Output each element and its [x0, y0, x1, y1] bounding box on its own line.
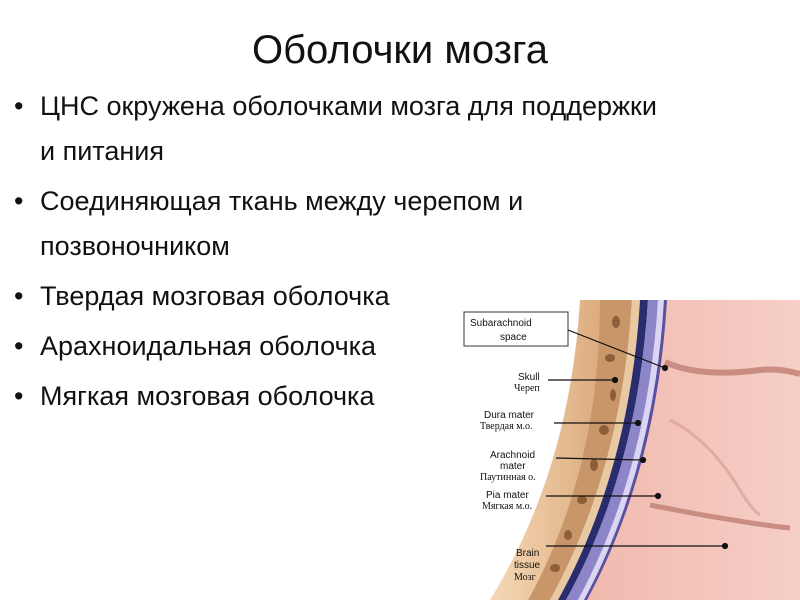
bullet-pia-mater: Мягкая мозговая оболочка: [14, 374, 664, 419]
bullet-cns-meninges: ЦНС окружена оболочками мозга для поддер…: [14, 84, 664, 174]
arachnoid-label-ru: Паутинная о.: [480, 472, 536, 483]
bullet-connective-tissue: Соединяющая ткань между черепом и позвон…: [14, 179, 664, 269]
sulcus-fold-upper: [663, 359, 800, 377]
subarachnoid-label-line2: space: [500, 332, 527, 343]
sulcus-fold-lower: [649, 502, 791, 531]
dura-label-ru: Твердая м.о.: [480, 421, 533, 432]
arachnoid-layer: [566, 300, 658, 600]
skull-spongy-bone: [528, 300, 632, 600]
pia-label: Pia mater: [486, 490, 529, 501]
sulcus-fold-middle: [669, 418, 761, 517]
arachnoid-label: Arachnoid: [490, 450, 535, 461]
bone-pores: [550, 316, 620, 572]
brain-label-line2: tissue: [514, 560, 541, 571]
dura-mater-layer: [558, 300, 648, 600]
meninges-diagram: Subarachnoid space Skull Череп Dura mate…: [460, 300, 800, 600]
slide-title: Оболочки мозга: [252, 28, 548, 72]
brain-label: Brain: [516, 548, 539, 559]
brain-label-ru: Мозг: [514, 572, 536, 583]
subarachnoid-label-box: [463, 311, 569, 347]
bullet-arachnoid: Арахноидальная оболочка: [14, 324, 664, 369]
bullet-dura-mater: Твердая мозговая оболочка: [14, 274, 664, 319]
arachnoid-leader: [555, 457, 644, 461]
pia-label-ru: Мягкая м.о.: [482, 501, 532, 512]
meninges-illustration: Subarachnoid space Skull Череп Dura mate…: [463, 300, 800, 600]
skull-label: Skull: [518, 372, 540, 383]
skull-label-ru: Череп: [514, 383, 540, 394]
bullet-list: ЦНС окружена оболочками мозга для поддер…: [14, 84, 664, 424]
brain-tissue-region: [570, 300, 800, 600]
skull-outer-layer: [490, 300, 610, 600]
dura-label: Dura mater: [484, 410, 535, 421]
arachnoid-label-line2: mater: [500, 461, 526, 472]
subarachnoid-label: Subarachnoid: [470, 318, 532, 329]
skull-inner-table: [550, 300, 640, 600]
subarachnoid-leader: [567, 329, 666, 369]
